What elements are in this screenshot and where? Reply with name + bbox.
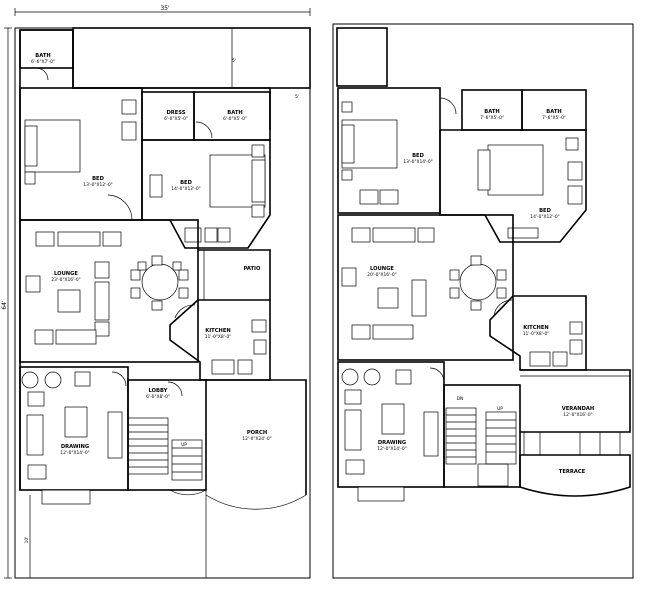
room-label-bath-mid: BATH bbox=[227, 110, 242, 116]
room-label-drawing: DRAWING bbox=[61, 444, 89, 450]
room-label-bed-1: BED bbox=[92, 176, 104, 182]
ff-room-size-bath-2: 7'-6"X5'-0" bbox=[542, 115, 566, 121]
room-label-lobby: LOBBY bbox=[149, 388, 168, 394]
ff-room-label-bath-1: BATH bbox=[484, 109, 499, 115]
room-label-terrace: TERRACE bbox=[559, 469, 586, 475]
ff-room-label-bed-2: BED bbox=[539, 208, 551, 214]
room-size-drawing: 12'-0"X14'-0" bbox=[60, 450, 89, 456]
room-size-verandah: 12'-0"X16'-0" bbox=[563, 412, 592, 418]
room-label-dress: DRESS bbox=[166, 110, 185, 116]
room-size-bed-2: 14'-0"X12'-0" bbox=[171, 186, 200, 192]
room-label-bed-2: BED bbox=[180, 180, 192, 186]
room-size-lobby: 6'-0"X8'-0" bbox=[146, 394, 170, 400]
ff-room-size-bath-1: 7'-6"X5'-0" bbox=[480, 115, 504, 121]
ff-room-label-bed-1: BED bbox=[412, 153, 424, 159]
room-size-bath-top: 6'-6"X7'-0" bbox=[31, 59, 55, 65]
ff-room-size-kitchen: 11'-0"X8'-0" bbox=[523, 331, 550, 337]
ff-room-label-bath-2: BATH bbox=[546, 109, 561, 115]
side-gap-dimension: 5' bbox=[295, 94, 299, 100]
ff-room-size-bed-1: 13'-0"X14'-0" bbox=[403, 159, 432, 165]
room-size-lounge: 23'-0"X16'-0" bbox=[51, 277, 80, 283]
ff-room-label-drawing: DRAWING bbox=[378, 440, 406, 446]
room-label-bath-top: BATH bbox=[35, 53, 50, 59]
room-size-bath-mid: 6'-0"X5'-0" bbox=[223, 116, 247, 122]
room-size-porch: 12'-0"X24'-0" bbox=[242, 436, 271, 442]
front-setback-dimension: 10' bbox=[24, 537, 30, 544]
ff-room-label-lounge: LOUNGE bbox=[370, 266, 394, 272]
room-size-dress: 6'-0"X5'-0" bbox=[164, 116, 188, 122]
rear-setback-dimension: 5' bbox=[232, 58, 236, 64]
ff-room-size-lounge: 20'-0"X16'-0" bbox=[367, 272, 396, 278]
first-floor-plan: BED 13'-0"X14'-0" BATH 7'-6"X5'-0" BATH … bbox=[332, 23, 634, 579]
ff-room-size-drawing: 12'-0"X14'-0" bbox=[377, 446, 406, 452]
ground-floor-plan: 35' 64' 10' 5' 5' bbox=[1, 5, 311, 579]
room-label-kitchen: KITCHEN bbox=[205, 328, 231, 334]
first-floor-boundary bbox=[332, 23, 634, 579]
room-size-bed-1: 13'-0"X12'-0" bbox=[83, 182, 112, 188]
height-dimension: 64' bbox=[1, 300, 8, 310]
ff-room-size-bed-2: 14'-0"X12'-0" bbox=[530, 214, 559, 220]
room-label-verandah: VERANDAH bbox=[562, 406, 595, 412]
room-label-porch: PORCH bbox=[247, 430, 267, 436]
room-label-lounge: LOUNGE bbox=[54, 271, 78, 277]
ff-room-label-kitchen: KITCHEN bbox=[523, 325, 549, 331]
ff-stair-label-up: UP bbox=[497, 406, 503, 412]
stair-label-down: DN bbox=[457, 396, 464, 402]
room-label-patio: PATIO bbox=[244, 266, 261, 272]
stair-label-up: UP bbox=[181, 442, 187, 448]
room-size-kitchen: 11'-0"X8'-0" bbox=[205, 334, 232, 340]
width-dimension: 35' bbox=[160, 5, 170, 12]
